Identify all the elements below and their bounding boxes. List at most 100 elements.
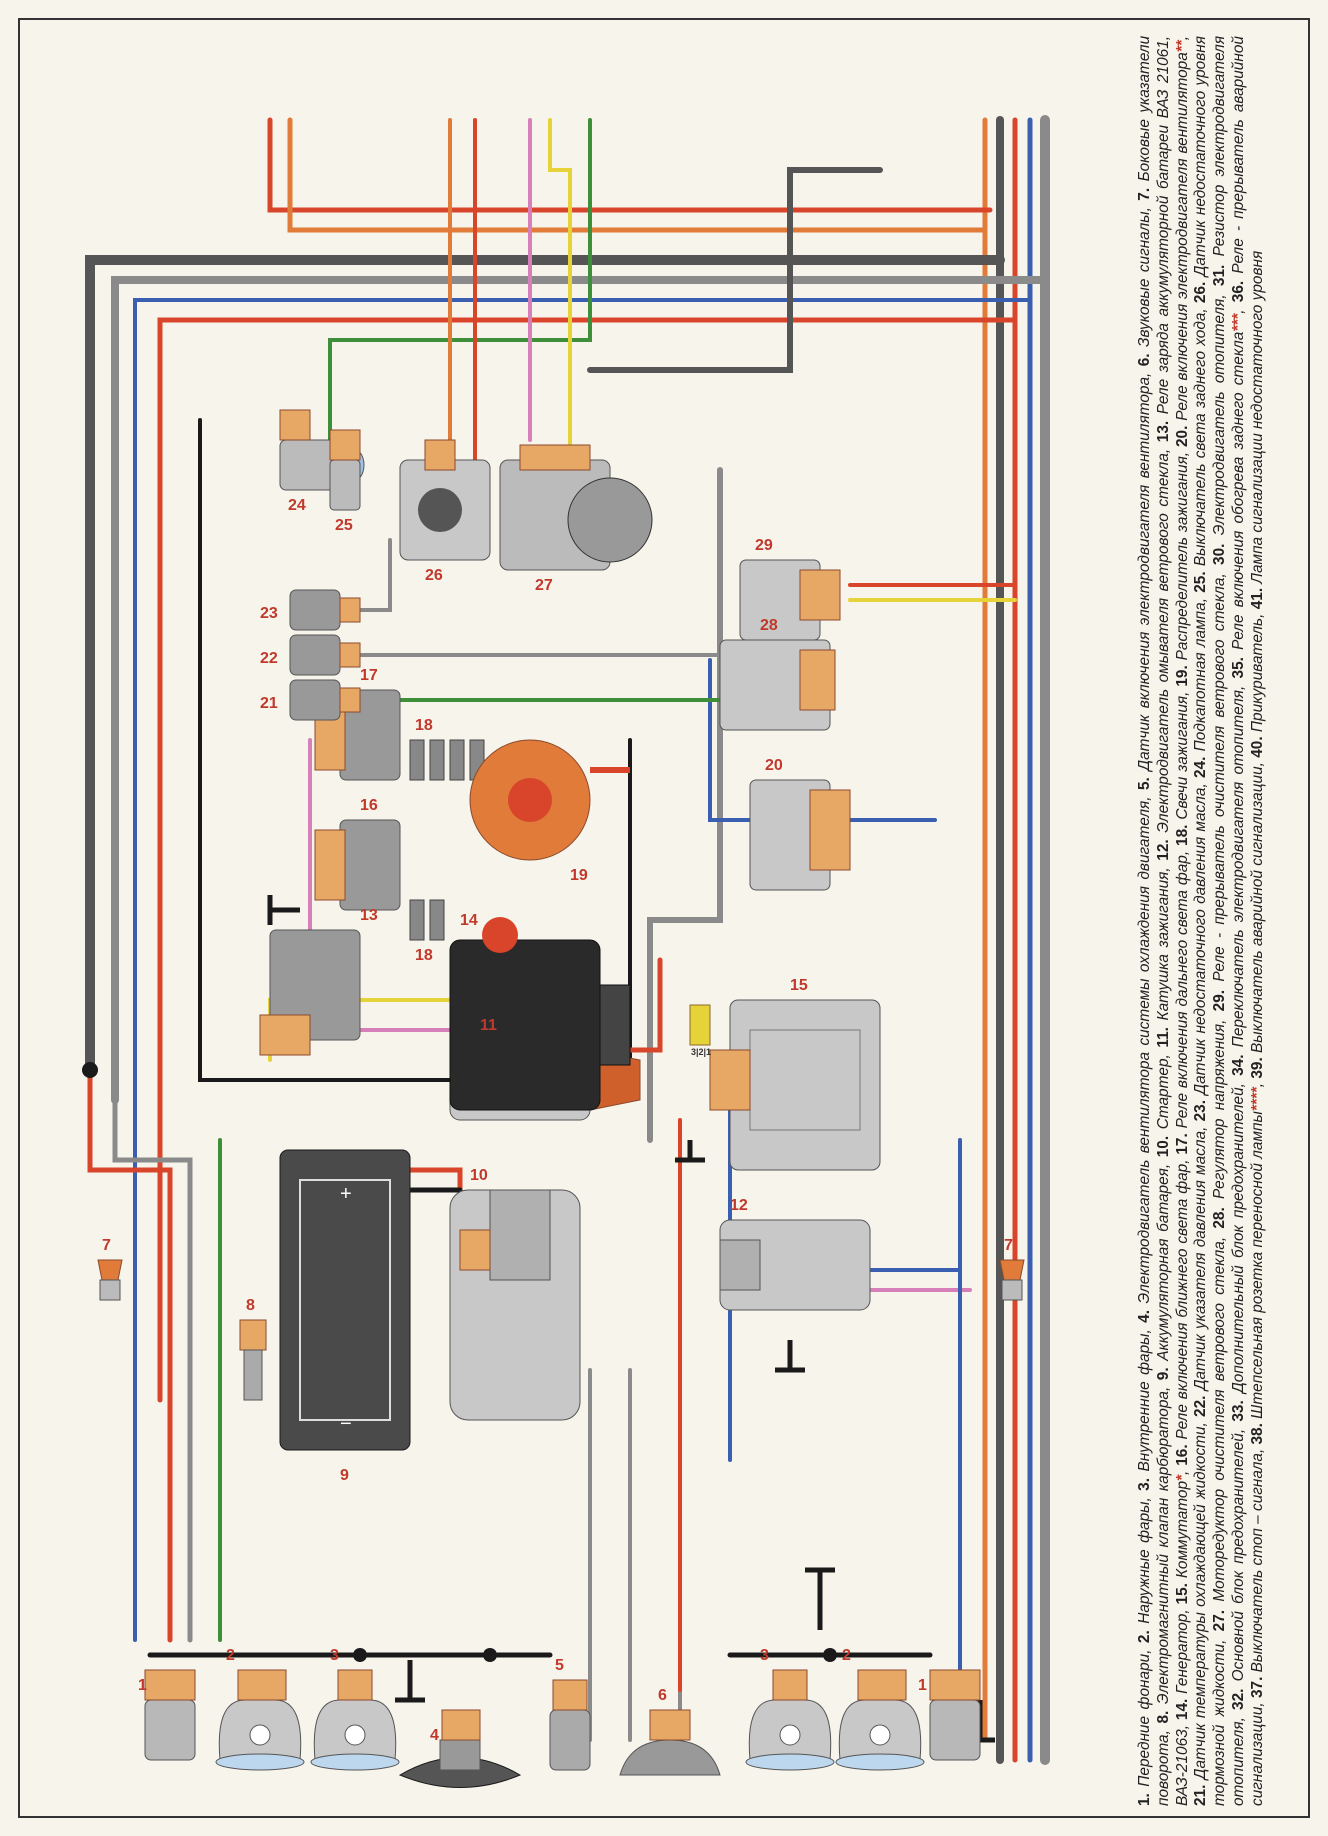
legend-text: Электродвигатель отопителя, <box>1211 294 1229 536</box>
horn-icon <box>619 1739 721 1776</box>
wire-blue-lower <box>728 1108 962 1692</box>
label-13: 13 <box>360 907 378 924</box>
legend-number: 12. <box>1154 839 1172 861</box>
sensor-icon <box>549 1709 591 1771</box>
legend-text: Электромагнитный клапан карбюратора, <box>1154 1386 1172 1705</box>
label-17: 17 <box>360 667 378 684</box>
label-14: 14 <box>460 912 478 929</box>
legend-number: 6. <box>1136 353 1153 367</box>
brake-fluid-sensor <box>399 439 491 561</box>
connector <box>459 1229 491 1271</box>
legend-number: 35. <box>1229 657 1247 679</box>
page-frame <box>18 18 1310 1818</box>
legend-caption: 1. Передние фонари, 2. Наружные фары, 3.… <box>1136 36 1312 1806</box>
legend-number: 7. <box>1136 187 1153 201</box>
legend-text: Выключатель стоп – сигнала, <box>1248 1448 1266 1673</box>
wire-red-top-1 <box>267 117 993 213</box>
label-22: 22 <box>260 650 278 667</box>
legend-number: 9. <box>1154 1367 1172 1381</box>
ground-icon <box>395 1660 425 1703</box>
legend-text: Стартер, <box>1154 1054 1172 1130</box>
legend-text: Регулятор напряжения, <box>1211 1019 1229 1199</box>
legend-text: Генератор, <box>1173 1609 1191 1694</box>
svg-text:−: − <box>340 1413 352 1435</box>
legend-text: Внутренние фары, <box>1136 1329 1153 1472</box>
wire-orange-top <box>287 117 988 233</box>
label-11: 11 <box>480 1017 497 1034</box>
ground-icon <box>267 895 300 925</box>
legend-number: 11. <box>1154 1027 1172 1048</box>
connector <box>239 1319 267 1351</box>
connector <box>649 1709 691 1741</box>
legend-number: 23. <box>1192 1099 1210 1122</box>
legend-number: 31. <box>1211 264 1229 287</box>
legend-text: Моторедуктор очистителя ветрового стекла… <box>1211 1236 1229 1602</box>
junction-dot <box>82 1062 98 1078</box>
spark-plug-icon <box>429 899 445 941</box>
label-19: 19 <box>570 867 588 884</box>
label-7-left: 7 <box>102 1237 111 1254</box>
horn <box>619 1709 721 1776</box>
coolant-temp-sensor <box>289 679 361 721</box>
spark-plug-icon <box>409 899 425 941</box>
connector <box>279 409 311 441</box>
legend-text: Наружные фары, <box>1136 1497 1153 1624</box>
legend-number: 34. <box>1229 1054 1247 1076</box>
legend-text: Датчик включения электродвигателя вентил… <box>1136 372 1153 771</box>
wire-green-top <box>328 118 592 442</box>
legend-number: 4. <box>1136 1309 1153 1323</box>
connector <box>237 1669 287 1701</box>
legend-text: Коммутатор <box>1173 1480 1191 1579</box>
legend-number: 33. <box>1229 1400 1247 1422</box>
legend-text: Лампа сигнализации недостаточного уровня <box>1248 250 1266 584</box>
legend-text: Реле включения обогрева заднего стекла <box>1229 331 1247 650</box>
connector <box>772 1669 808 1701</box>
legend-text: Аккумуляторная батарея, <box>1154 1163 1172 1361</box>
relay-icon <box>729 999 881 1171</box>
legend-punctuation: , <box>1173 35 1191 41</box>
label-5: 5 <box>555 1657 564 1674</box>
legend-number: 13. <box>1154 420 1172 443</box>
alternator <box>449 917 631 1111</box>
connector <box>144 1669 196 1701</box>
legend-number: 32. <box>1229 1688 1247 1710</box>
legend-number: 1. <box>1136 1793 1153 1806</box>
label-24: 24 <box>288 497 306 514</box>
legend-number: 26. <box>1192 281 1210 304</box>
battery-icon <box>279 1149 411 1451</box>
distributor <box>469 739 630 861</box>
label-16: 16 <box>360 797 378 814</box>
label-21: 21 <box>260 695 278 712</box>
legend-footnote-mark: *** <box>1229 313 1247 332</box>
svg-text:+: + <box>340 1183 352 1205</box>
label-12: 12 <box>730 1197 748 1214</box>
relay-icon <box>339 819 401 911</box>
inner-headlight-left <box>310 1669 400 1771</box>
wire-darkgray-col <box>587 167 883 373</box>
label-8: 8 <box>246 1297 255 1314</box>
legend-number: 10. <box>1154 1135 1172 1158</box>
legend-number: 17. <box>1173 1133 1191 1155</box>
washer-motor <box>719 1219 871 1311</box>
label-2-left: 2 <box>226 1647 235 1664</box>
ground-icon <box>675 1140 705 1163</box>
label-3-left: 3 <box>330 1647 339 1664</box>
legend-punctuation: , <box>1229 309 1247 314</box>
label-6: 6 <box>658 1687 667 1704</box>
junction-dot <box>823 1648 837 1662</box>
charge-relay <box>259 929 361 1056</box>
connector <box>424 439 456 471</box>
legend-punctuation: , <box>1248 1082 1266 1088</box>
legend-text: Переключатель электродвигателя отопителя… <box>1229 685 1247 1048</box>
legend-text: Реле включения ближнего света фар, <box>1173 1159 1191 1440</box>
label-7-right: 7 <box>1004 1237 1013 1254</box>
wire-black-main <box>198 418 632 1082</box>
fan-relay <box>749 779 851 891</box>
legend-number: 20. <box>1173 425 1191 448</box>
connector <box>809 789 851 871</box>
battery: + − <box>279 1149 411 1451</box>
wire-blue-mid <box>708 658 937 822</box>
legend-text: Реле - прерыватель очистителя ветрового … <box>1211 573 1229 982</box>
connector-321 <box>689 1004 711 1046</box>
legend-text: Реле включения электродвигателя вентилят… <box>1173 52 1191 421</box>
